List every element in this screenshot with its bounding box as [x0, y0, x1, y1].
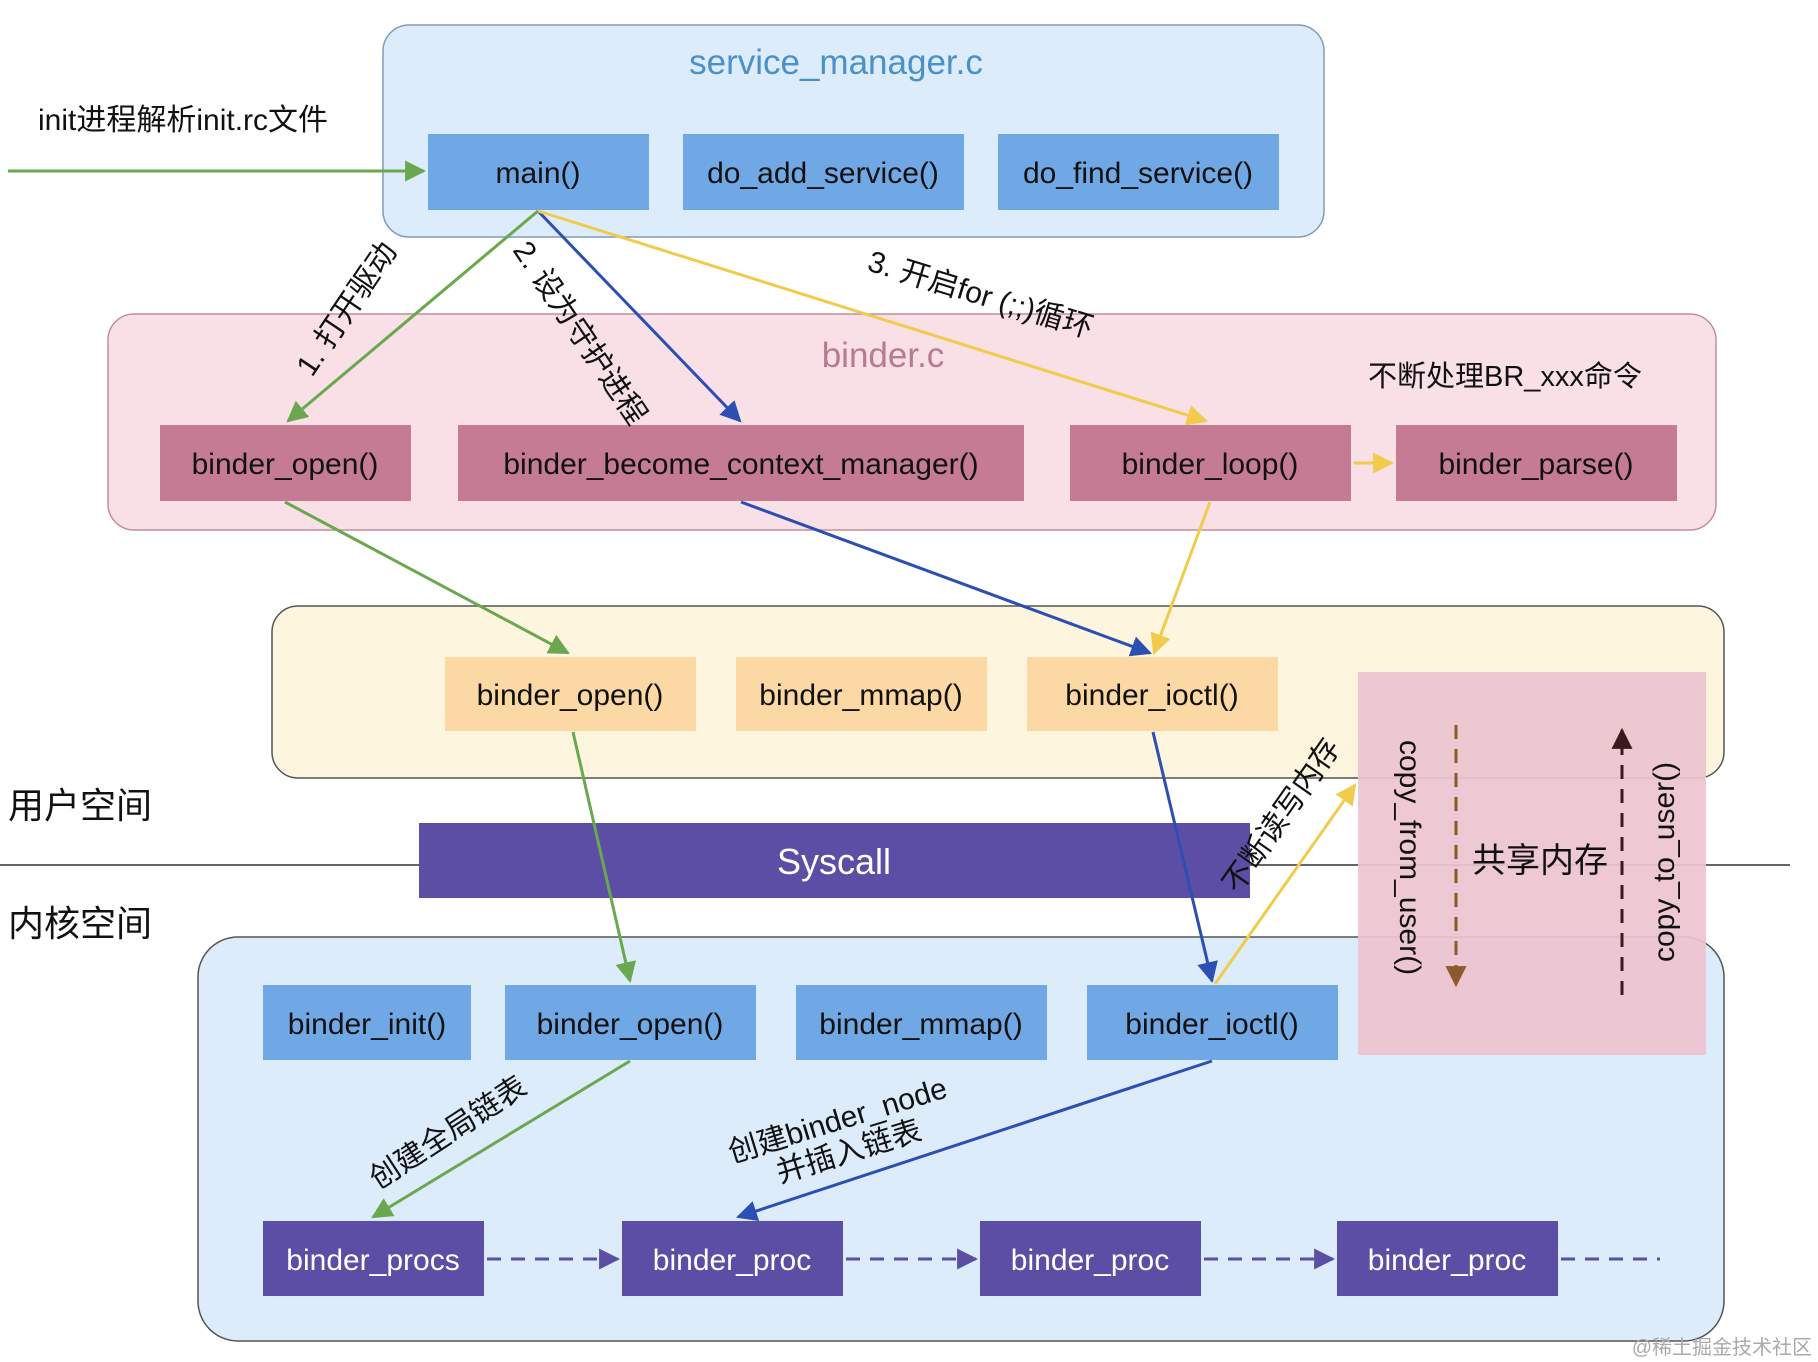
- node-label: binder_proc: [653, 1244, 811, 1277]
- node-label: binder_loop(): [1122, 448, 1299, 481]
- node-label: do_add_service(): [707, 157, 939, 190]
- node-label: binder_procs: [286, 1244, 459, 1277]
- node-label: binder_ioctl(): [1065, 679, 1238, 712]
- arrow-start-loop: [537, 209, 1209, 426]
- node-kernel-init[interactable]: binder_init(): [263, 985, 471, 1060]
- node-label: binder_proc: [1368, 1244, 1526, 1277]
- binder-c-title: binder.c: [822, 336, 945, 375]
- node-sm-find-service[interactable]: do_find_service(): [998, 134, 1279, 210]
- user-space-label: 用户空间: [8, 785, 152, 826]
- node-label: binder_open(): [477, 679, 664, 712]
- node-label: binder_init(): [288, 1008, 446, 1041]
- node-user-ioctl[interactable]: binder_ioctl(): [1027, 657, 1278, 731]
- node-label: binder_proc: [1011, 1244, 1169, 1277]
- node-label: binder_open(): [537, 1008, 724, 1041]
- node-sm-main[interactable]: main(): [428, 134, 649, 210]
- node-bc-become-context-manager[interactable]: binder_become_context_manager(): [458, 425, 1024, 501]
- node-bc-parse[interactable]: binder_parse(): [1396, 425, 1677, 501]
- node-label: binder_ioctl(): [1125, 1008, 1298, 1041]
- node-bc-open[interactable]: binder_open(): [160, 425, 411, 501]
- arrow-user-open-to-kernel-open: [571, 731, 637, 984]
- arrow-create-binder-node: [736, 1059, 1213, 1222]
- service-manager-title: service_manager.c: [689, 43, 983, 82]
- node-binder-procs[interactable]: binder_procs: [263, 1221, 484, 1296]
- shared-memory-panel: 共享内存 copy_from_user() copy_to_user(): [1358, 672, 1706, 1055]
- node-binder-proc-3[interactable]: binder_proc: [1337, 1221, 1558, 1296]
- syscall-bar: Syscall: [419, 823, 1250, 898]
- node-label: binder_open(): [192, 448, 379, 481]
- init-parse-label: init进程解析init.rc文件: [38, 104, 328, 137]
- arrow-open-driver: [286, 209, 539, 423]
- arrow-bc-open-to-user-open: [284, 500, 570, 655]
- syscall-label: Syscall: [777, 841, 891, 882]
- copy-from-user-label: copy_from_user(): [1393, 740, 1426, 975]
- shared-memory-title: 共享内存: [1472, 842, 1608, 880]
- node-label: do_find_service(): [1023, 157, 1253, 190]
- node-user-open[interactable]: binder_open(): [445, 657, 696, 731]
- kernel-space-label: 内核空间: [8, 903, 152, 944]
- arrow-user-ioctl-to-kernel-ioctl: [1151, 731, 1218, 984]
- copy-to-user-label: copy_to_user(): [1648, 762, 1681, 962]
- arrow-become-to-user-ioctl: [740, 500, 1152, 657]
- arrow-loop-to-user-ioctl: [1150, 501, 1212, 655]
- node-kernel-open[interactable]: binder_open(): [505, 985, 756, 1060]
- watermark: @稀土掘金技术社区: [1632, 1336, 1812, 1359]
- arrow-create-global-list: [371, 1059, 631, 1219]
- node-label: binder_mmap(): [819, 1008, 1022, 1041]
- node-kernel-ioctl[interactable]: binder_ioctl(): [1087, 985, 1338, 1060]
- node-label: binder_mmap(): [759, 679, 962, 712]
- br-cmd-label: 不断处理BR_xxx命令: [1368, 360, 1642, 393]
- node-kernel-mmap[interactable]: binder_mmap(): [796, 985, 1047, 1060]
- node-sm-add-service[interactable]: do_add_service(): [683, 134, 964, 210]
- arrow-become-manager: [536, 209, 742, 423]
- node-binder-proc-1[interactable]: binder_proc: [622, 1221, 843, 1296]
- node-bc-loop[interactable]: binder_loop(): [1070, 425, 1351, 501]
- node-label: binder_become_context_manager(): [503, 448, 978, 481]
- arrow-ioctl-to-shared-memory: [1213, 783, 1357, 985]
- node-label: binder_parse(): [1438, 448, 1633, 481]
- node-label: main(): [495, 157, 580, 190]
- node-user-mmap[interactable]: binder_mmap(): [736, 657, 987, 731]
- node-binder-proc-2[interactable]: binder_proc: [980, 1221, 1201, 1296]
